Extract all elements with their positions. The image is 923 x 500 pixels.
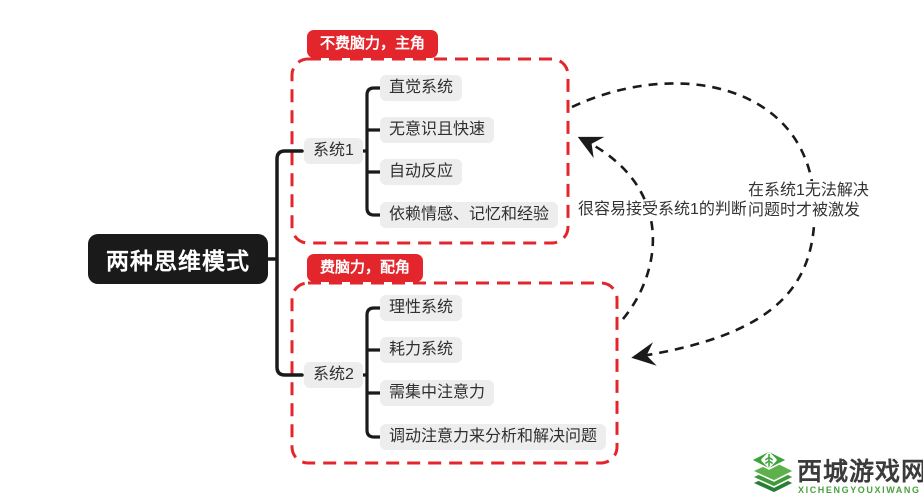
leaf-unconscious-fast: 无意识且快速: [380, 117, 495, 143]
wheat-layers-logo-icon: [749, 450, 795, 494]
system1-node: 系统1: [304, 138, 363, 164]
system2-box: [290, 281, 619, 465]
leaf-mobilize-attention: 调动注意力来分析和解决问题: [380, 424, 607, 450]
annotation-activated-when-needed: 在系统1无法解决 问题时才被激发: [746, 181, 871, 221]
leaf-intuitive-system: 直觉系统: [380, 75, 463, 101]
system1-box: [290, 57, 570, 245]
root-branch-connector: [266, 149, 304, 377]
system2-node: 系统2: [304, 362, 363, 388]
watermark-title: 西城游戏网: [797, 458, 923, 486]
annotation-activated-line2: 问题时才被激发: [748, 202, 861, 219]
annotation-accepts-judgment: 很容易接受系统1的判断: [576, 200, 749, 220]
leaf-needs-focus: 需集中注意力: [380, 380, 495, 406]
leaf-rational-system: 理性系统: [380, 295, 463, 321]
system2-tag: 费脑力，配角: [307, 254, 424, 282]
root-node: 两种思维模式: [88, 234, 268, 284]
watermark-subtitle: XICHENGYOUXIWANG: [798, 485, 921, 495]
leaf-effortful-system: 耗力系统: [380, 337, 463, 363]
annotation-activated-line1: 在系统1无法解决: [748, 182, 869, 199]
arrow-accepts-judgment: [577, 136, 655, 320]
system1-tag: 不费脑力，主角: [307, 30, 439, 58]
leaf-automatic-response: 自动反应: [380, 159, 463, 185]
leaf-relies-on-emotion-memory: 依赖情感、记忆和经验: [380, 202, 559, 228]
